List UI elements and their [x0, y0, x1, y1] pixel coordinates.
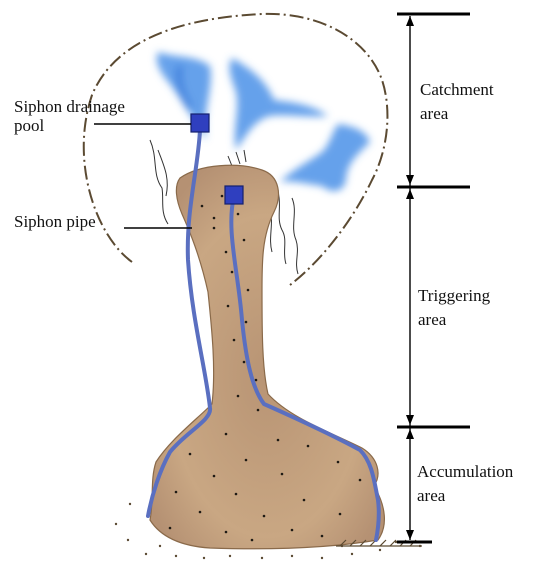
catchment-area-label-line2: area	[420, 104, 448, 123]
catchment-area-label-line1: Catchment	[420, 80, 494, 99]
accumulation-area-label-line1: Accumulation	[417, 462, 513, 481]
siphon-pool-lower	[225, 186, 243, 204]
accumulation-area-label-line2: area	[417, 486, 445, 505]
siphon-drainage-pool-label-line2: pool	[14, 116, 44, 135]
siphon-pipe-label: Siphon pipe	[14, 212, 96, 231]
triggering-area-label-line1: Triggering	[418, 286, 490, 305]
siphon-pool-upper	[191, 114, 209, 132]
triggering-area-label-line2: area	[418, 310, 446, 329]
siphon-drainage-pool-label-line1: Siphon drainage	[14, 97, 125, 116]
sediment-deposit	[150, 165, 384, 548]
